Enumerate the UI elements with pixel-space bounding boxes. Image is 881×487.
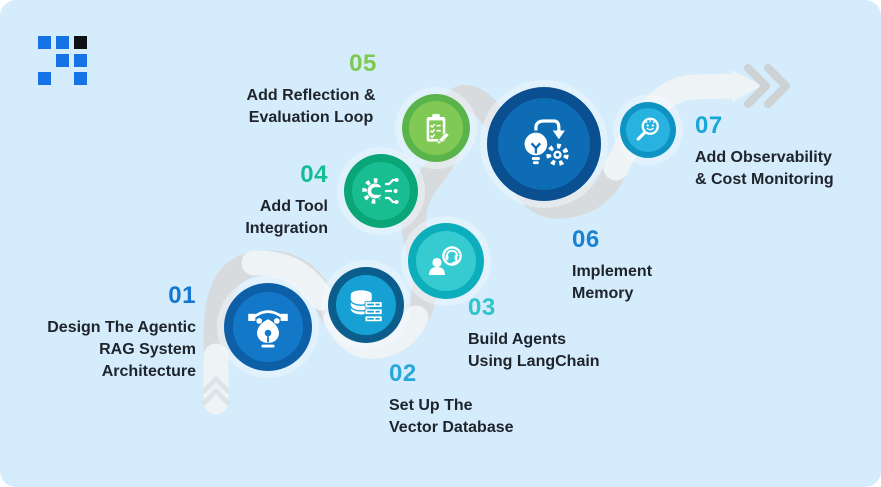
logo-square <box>74 36 87 49</box>
step-1-node <box>224 283 312 371</box>
step-2-title: Set Up The Vector Database <box>389 397 514 436</box>
end-right-chevrons-icon <box>744 64 790 108</box>
step-5-title: Add Reflection & Evaluation Loop <box>246 87 376 126</box>
step-1-title: Design The Agentic RAG System Architectu… <box>47 319 196 380</box>
gear-circuit-icon <box>362 175 399 207</box>
step-6-title: Implement Memory <box>572 263 653 302</box>
logo-square <box>74 72 87 85</box>
step-7-node <box>620 102 676 158</box>
step-4-node-inner <box>352 162 410 220</box>
step-5-number: 05 <box>349 50 377 77</box>
brand-logo <box>38 36 87 85</box>
step-1-label: 01 Design The Agentic RAG System Archite… <box>47 282 196 383</box>
step-1-node-inner <box>233 292 303 362</box>
support-agent-icon <box>429 246 462 275</box>
tail-up-chevrons-icon <box>201 376 231 406</box>
step-6-node-inner <box>498 98 590 190</box>
step-3-label: 03 Build Agents Using LangChain <box>468 294 600 373</box>
step-7-number: 07 <box>695 112 723 139</box>
pen-tool-icon <box>248 310 288 348</box>
step-6-label: 06 Implement Memory <box>572 226 652 305</box>
step-2-label: 02 Set Up The Vector Database <box>389 360 514 439</box>
logo-square <box>38 72 51 85</box>
step-3-node <box>408 223 484 299</box>
step-5-node-inner <box>409 101 463 155</box>
logo-square <box>74 54 87 67</box>
checklist-clipboard-icon <box>426 113 450 145</box>
step-5-node <box>402 94 470 162</box>
step-2-number: 02 <box>389 360 417 387</box>
magnifier-user-icon <box>636 117 659 141</box>
step-6-number: 06 <box>572 226 600 253</box>
step-2-node <box>328 267 404 343</box>
step-7-node-inner <box>626 108 670 152</box>
road-arrowhead <box>732 70 762 102</box>
road-light-arc1 <box>241 250 335 311</box>
logo-square <box>56 36 69 49</box>
step-3-title: Build Agents Using LangChain <box>468 331 600 370</box>
step-4-label: 04 Add Tool Integration <box>245 161 328 240</box>
database-icon <box>350 290 383 323</box>
step-1-number: 01 <box>168 282 196 309</box>
step-4-number: 04 <box>300 161 328 188</box>
logo-square <box>56 54 69 67</box>
step-4-title: Add Tool Integration <box>245 198 328 237</box>
step-6-node <box>487 87 601 201</box>
step-3-number: 03 <box>468 294 496 321</box>
step-7-title: Add Observability & Cost Monitoring <box>695 149 834 188</box>
step-4-node <box>344 154 418 228</box>
step-2-node-inner <box>336 275 396 335</box>
step-5-label: 05 Add Reflection & Evaluation Loop <box>211 50 411 129</box>
step-7-label: 07 Add Observability & Cost Monitoring <box>695 112 834 191</box>
logo-square <box>38 36 51 49</box>
step-3-node-inner <box>416 231 476 291</box>
idea-to-gear-icon <box>524 119 569 166</box>
